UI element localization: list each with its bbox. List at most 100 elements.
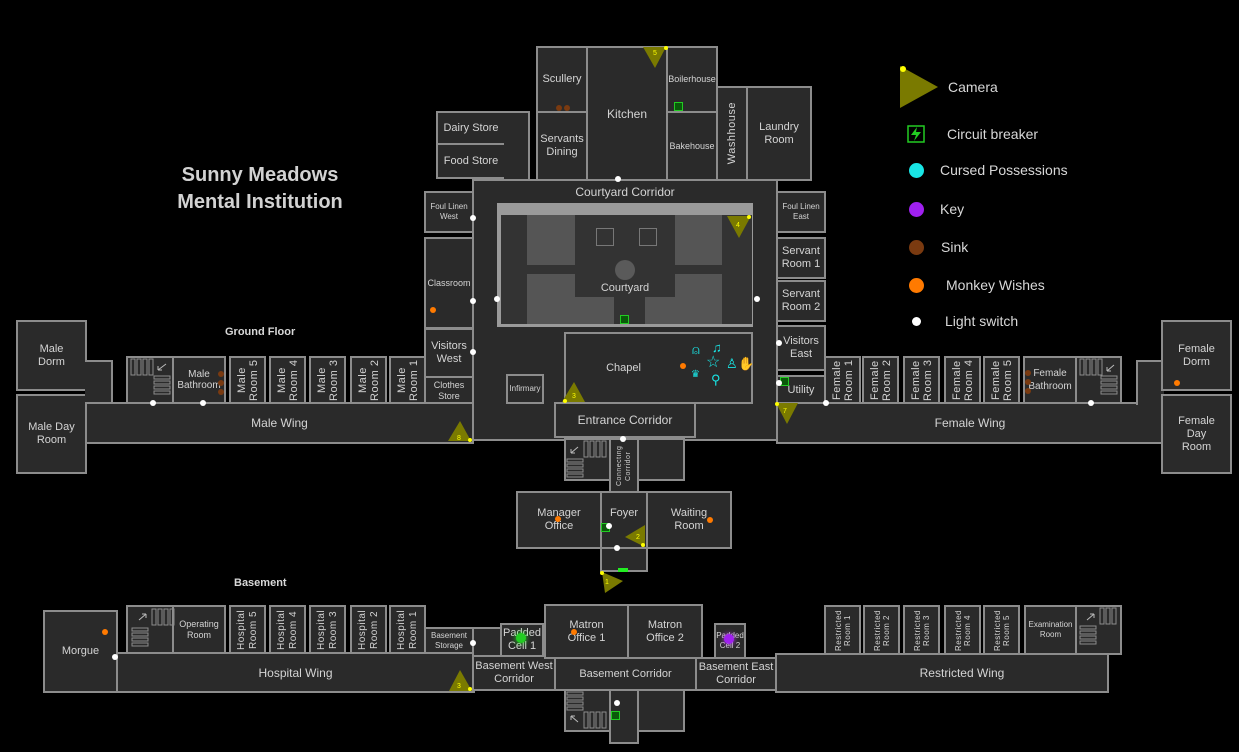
- legend-key-label: Key: [940, 201, 965, 217]
- courtyard-label: Courtyard: [600, 282, 650, 294]
- legend-key: Key: [909, 201, 964, 217]
- courtyard-path: [575, 215, 675, 297]
- stairs-restricted[interactable]: [1075, 605, 1122, 655]
- light-switch-icon[interactable]: [470, 215, 476, 221]
- light-switch-icon[interactable]: [776, 380, 782, 386]
- room-foul-linen-west[interactable]: Foul Linen West: [424, 191, 474, 233]
- sink-icon: [218, 371, 224, 377]
- light-switch-icon[interactable]: [150, 400, 156, 406]
- sink-icon: [1025, 388, 1031, 394]
- map-title: Sunny Meadows Mental Institution: [160, 162, 360, 216]
- room-restricted-room-5[interactable]: Restricted Room 5: [983, 605, 1020, 655]
- room-female-room-1[interactable]: Female Room 1: [824, 356, 861, 404]
- ouija-board-icon[interactable]: ⍝: [692, 342, 700, 357]
- sink-icon: [218, 380, 224, 386]
- map-title-line2: Mental Institution: [177, 191, 343, 213]
- monkey-paw-icon[interactable]: ✋: [738, 356, 755, 371]
- light-switch-icon[interactable]: [614, 700, 620, 706]
- courtyard-fountain: [615, 260, 635, 280]
- monkey-wishes-icon[interactable]: [571, 629, 577, 635]
- monkey-wishes-icon[interactable]: [1174, 380, 1180, 386]
- room-male-dorm[interactable]: Male Dorm: [16, 320, 87, 391]
- room-hospital-room-3[interactable]: Hospital Room 3: [309, 605, 346, 654]
- circuit-breaker-icon[interactable]: [674, 102, 683, 111]
- light-switch-icon[interactable]: [470, 640, 476, 646]
- room-male-room-5[interactable]: Male Room 5: [229, 356, 266, 404]
- light-switch-icon[interactable]: [200, 400, 206, 406]
- monkey-wishes-icon[interactable]: [680, 363, 686, 369]
- room-restricted-room-4[interactable]: Restricted Room 4: [944, 605, 981, 655]
- sink-icon: [1025, 379, 1031, 385]
- camera-icon: [900, 66, 938, 108]
- sink-icon: [218, 389, 224, 395]
- legend-monkey-wishes: Monkey Wishes: [909, 277, 1045, 293]
- room-female-room-4[interactable]: Female Room 4: [944, 356, 981, 404]
- cursed-possession-icon: [909, 162, 924, 178]
- legend-circuit-breaker-label: Circuit breaker: [947, 126, 1039, 142]
- courtyard-bench: [596, 228, 614, 246]
- voodoo-doll-icon[interactable]: ♙: [726, 356, 738, 371]
- light-switch-icon[interactable]: [494, 296, 500, 302]
- light-switch-icon[interactable]: [754, 296, 760, 302]
- legend-camera-label: Camera: [948, 79, 998, 95]
- sink-icon: [564, 105, 570, 111]
- summoning-circle-icon[interactable]: ☆: [706, 354, 721, 371]
- circuit-breaker-icon[interactable]: [620, 315, 629, 324]
- light-switch-icon[interactable]: [1088, 400, 1094, 406]
- tarot-cards-icon[interactable]: ♛: [691, 369, 700, 380]
- music-box-icon[interactable]: ♫: [712, 340, 722, 355]
- light-switch-icon[interactable]: [615, 176, 621, 182]
- stairs-female[interactable]: [1075, 356, 1122, 404]
- room-male-room-2[interactable]: Male Room 2: [350, 356, 387, 404]
- legend-sink: Sink: [909, 239, 968, 255]
- monkey-wishes-icon[interactable]: [555, 516, 561, 522]
- room-restricted-room-3[interactable]: Restricted Room 3: [903, 605, 940, 655]
- room-male-room-3[interactable]: Male Room 3: [309, 356, 346, 404]
- light-switch-icon[interactable]: [620, 436, 626, 442]
- monkey-wishes-icon[interactable]: [430, 307, 436, 313]
- room-restricted-room-1[interactable]: Restricted Room 1: [824, 605, 861, 655]
- room-female-room-5[interactable]: Female Room 5: [983, 356, 1020, 404]
- room-hospital-room-5[interactable]: Hospital Room 5: [229, 605, 266, 654]
- legend-cursed-label: Cursed Possessions: [940, 162, 1068, 178]
- light-switch-icon[interactable]: [776, 340, 782, 346]
- monkey-wishes-icon[interactable]: [102, 629, 108, 635]
- floor-label-basement: Basement: [234, 577, 287, 589]
- key-icon: [909, 201, 924, 217]
- room-hospital-room-2[interactable]: Hospital Room 2: [350, 605, 387, 654]
- courtyard-planter: [527, 215, 575, 265]
- room-restricted-wing[interactable]: Restricted Wing: [775, 653, 1109, 693]
- room-restricted-room-2[interactable]: Restricted Room 2: [863, 605, 900, 655]
- light-switch-icon[interactable]: [606, 523, 612, 529]
- light-switch-icon[interactable]: [823, 400, 829, 406]
- light-switch-icon[interactable]: [470, 298, 476, 304]
- sink-icon: [1025, 370, 1031, 376]
- legend-sink-label: Sink: [941, 239, 969, 255]
- legend-light-switch: Light switch: [912, 313, 1018, 329]
- light-switch-icon[interactable]: [614, 545, 620, 551]
- room-hospital-room-1[interactable]: Hospital Room 1: [389, 605, 426, 654]
- room-male-room-1[interactable]: Male Room 1: [389, 356, 426, 404]
- legend-light-switch-label: Light switch: [945, 313, 1019, 329]
- sink-icon: [909, 239, 924, 255]
- front-door[interactable]: [618, 568, 628, 572]
- haunted-mirror-icon[interactable]: ⚲: [711, 372, 721, 387]
- light-switch-icon[interactable]: [470, 349, 476, 355]
- circuit-breaker-icon: [907, 125, 925, 143]
- light-switch-icon[interactable]: [112, 654, 118, 660]
- legend-monkey-wishes-label: Monkey Wishes: [946, 277, 1045, 293]
- room-washhouse[interactable]: Washhouse: [716, 86, 748, 181]
- room-male-room-4[interactable]: Male Room 4: [269, 356, 306, 404]
- monkey-wishes-icon[interactable]: [707, 517, 713, 523]
- room-female-room-2[interactable]: Female Room 2: [862, 356, 899, 404]
- legend-cursed: Cursed Possessions: [909, 162, 1068, 178]
- monkey-wishes-icon: [909, 277, 924, 293]
- circuit-breaker-icon[interactable]: [611, 711, 620, 720]
- courtyard-path: [614, 297, 645, 324]
- room-hospital-room-4[interactable]: Hospital Room 4: [269, 605, 306, 654]
- room-chapel[interactable]: Chapel: [564, 332, 753, 404]
- room-female-room-3[interactable]: Female Room 3: [903, 356, 940, 404]
- female-wing-passage: [1136, 360, 1164, 405]
- key-icon[interactable]: [724, 634, 734, 644]
